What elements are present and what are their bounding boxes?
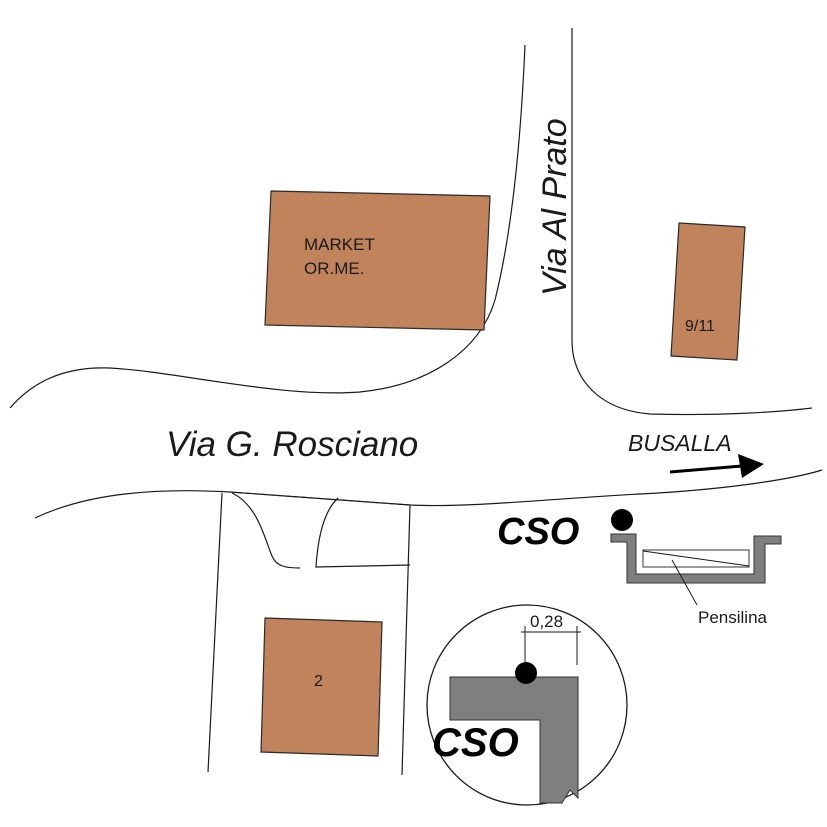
cso-label: CSO	[497, 511, 579, 553]
dimension-line	[521, 626, 581, 665]
driveway-east	[315, 497, 411, 568]
market-label-line2: OR.ME.	[304, 259, 364, 278]
cso-point-icon	[611, 509, 633, 531]
market-label-line1: MARKET	[304, 235, 375, 254]
building-2	[260, 617, 383, 757]
pensilina-label: Pensilina	[698, 608, 768, 627]
building-market	[264, 190, 491, 331]
lot-line-west	[207, 492, 223, 773]
detail-cso-label: CSO	[432, 721, 519, 765]
dimension-label: 0,28	[530, 612, 563, 631]
pensilina-leader	[671, 559, 698, 606]
pensilina-structure	[610, 533, 782, 584]
detail-callout-circle	[426, 604, 628, 806]
via-al-prato-label: Via Al Prato	[536, 118, 574, 296]
busalla-label: BUSALLA	[628, 430, 732, 456]
via-al-prato-west-edge	[9, 44, 526, 409]
building-9-11-label: 9/11	[685, 318, 715, 335]
property-boundary-dashed	[229, 491, 411, 506]
via-rosciano-south-edge	[34, 469, 823, 519]
pensilina-roof-diagonal	[642, 550, 750, 567]
lot-line-east	[401, 504, 411, 776]
via-rosciano-label: Via G. Rosciano	[166, 425, 418, 464]
building-9-11	[670, 222, 746, 361]
detail-cso-point	[515, 662, 537, 684]
detail-wall-structure	[449, 676, 579, 804]
driveway-west	[231, 492, 301, 569]
right-arrow-icon	[669, 454, 764, 478]
building-2-label: 2	[314, 673, 323, 690]
via-al-prato-east-edge	[571, 27, 813, 416]
